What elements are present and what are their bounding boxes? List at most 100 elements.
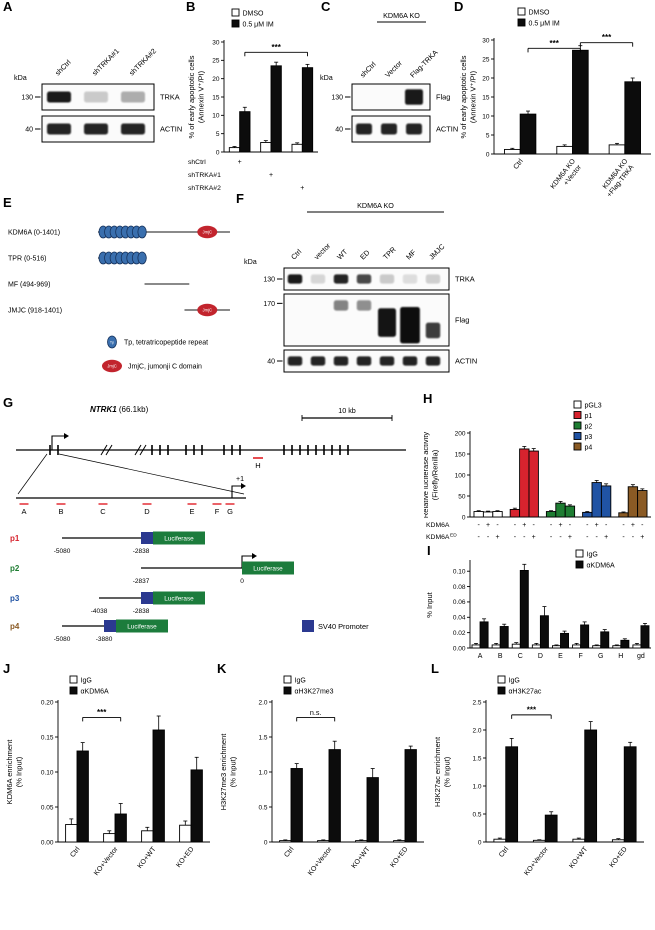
- luciferase-label: Luciferase: [127, 623, 157, 630]
- bar: [640, 625, 650, 649]
- y-tick-label: 15: [212, 94, 220, 101]
- bar: [279, 840, 292, 843]
- legend-label: αH3K27me3: [295, 688, 334, 695]
- primer-label: G: [227, 507, 233, 516]
- luciferase-box: [116, 619, 168, 633]
- legend-swatch: [573, 400, 582, 409]
- panel-label-i: I: [427, 543, 431, 558]
- construct-label: MF (494-969): [8, 281, 50, 288]
- y-tick-label: 10: [212, 113, 220, 120]
- mw-marker: 130: [21, 94, 33, 101]
- legend-swatch: [231, 19, 240, 28]
- y-axis-title: % Input: [425, 591, 434, 617]
- band: [47, 91, 71, 103]
- tpr-repeat-icon: [137, 251, 147, 265]
- zoom-line: [58, 453, 245, 495]
- y-axis-title: % of early apoptotic cells: [188, 55, 196, 138]
- x-category-label: Ctrl: [69, 846, 81, 859]
- bar: [65, 824, 78, 843]
- bar: [499, 626, 509, 649]
- panel-label-l: L: [431, 661, 439, 676]
- legend-label: IgG: [295, 677, 306, 684]
- matrix-mark: -: [478, 534, 481, 541]
- y-axis-title: KDM6A enrichment: [5, 739, 14, 805]
- matrix-mark: +: [595, 522, 599, 529]
- x-category-label: KO+ED: [609, 846, 629, 869]
- y-tick-label: 1.0: [258, 769, 267, 776]
- bar: [114, 813, 127, 843]
- y-tick-label: 20: [482, 75, 490, 82]
- bar: [600, 485, 612, 518]
- band: [378, 308, 396, 337]
- bar: [504, 148, 521, 155]
- y-tick-label: 0.00: [453, 645, 466, 652]
- band: [402, 274, 418, 284]
- band: [379, 356, 395, 366]
- legend-label: αKDM6A: [587, 562, 615, 569]
- bar: [580, 624, 590, 649]
- x-category-label: KO+Vector: [93, 845, 120, 877]
- construct-id: p2: [10, 564, 20, 573]
- primer-label: A: [21, 507, 26, 516]
- matrix-mark: -: [523, 534, 526, 541]
- y-tick-label: 0: [478, 839, 482, 846]
- band: [356, 356, 372, 366]
- matrix-row-label: KDM6A: [426, 534, 450, 541]
- legend-label: αH3K27ac: [509, 688, 542, 695]
- bar: [179, 824, 192, 843]
- x-category-label: KO+ED: [389, 846, 409, 869]
- mw-marker: 40: [25, 126, 33, 133]
- y-tick-label: 2.0: [472, 727, 481, 734]
- y-tick-label: 25: [212, 58, 220, 65]
- legend-swatch: [517, 7, 526, 16]
- band: [381, 123, 397, 135]
- y-axis-title: (% Input): [443, 756, 452, 787]
- legend-swatch: [69, 686, 78, 695]
- primer-label: D: [144, 507, 150, 516]
- break-mark: [134, 444, 142, 456]
- band: [84, 91, 108, 103]
- bar: [290, 768, 303, 843]
- legend-swatch: [517, 18, 526, 27]
- matrix-row-label: KDM6A: [426, 522, 450, 529]
- y-axis-title: H3K27me3 enrichment: [219, 733, 228, 811]
- panel-label-a: A: [3, 0, 13, 14]
- bar: [623, 746, 637, 843]
- legend-swatch: [231, 8, 240, 17]
- matrix-mark: -: [514, 534, 517, 541]
- mw-marker: 40: [335, 126, 343, 133]
- kda-label: kDa: [320, 73, 333, 82]
- y-tick-label: 30: [482, 37, 490, 44]
- break-mark: [100, 444, 108, 456]
- group-bracket-label: KDM6A KO: [383, 11, 420, 20]
- break-mark: [105, 444, 113, 456]
- y-tick-label: 0.10: [41, 769, 54, 776]
- y-tick-label: 0.5: [258, 804, 267, 811]
- kda-label: kDa: [14, 73, 27, 82]
- bar: [141, 830, 154, 843]
- legend-label: 0.5 μM IM: [529, 20, 560, 27]
- y-axis-title: (Firefly/Renilla): [431, 449, 440, 500]
- panel-label-e: E: [3, 195, 12, 210]
- sv40-box: [104, 620, 116, 632]
- bar: [624, 81, 641, 155]
- matrix-mark: -: [622, 522, 625, 529]
- legend-swatch: [497, 675, 506, 684]
- lane-label: WT: [335, 247, 350, 262]
- matrix-mark: -: [533, 522, 536, 529]
- matrix-mark: +: [568, 534, 572, 541]
- legend-label: Tp, tetratricopeptide repeat: [124, 339, 208, 346]
- panel-label-h: H: [423, 391, 433, 406]
- jmjc-domain-icon: [102, 359, 122, 373]
- sig-label: ***: [602, 33, 612, 42]
- sig-label: n.s.: [310, 708, 322, 717]
- legend-swatch: [283, 686, 292, 695]
- luciferase-box: [242, 561, 294, 575]
